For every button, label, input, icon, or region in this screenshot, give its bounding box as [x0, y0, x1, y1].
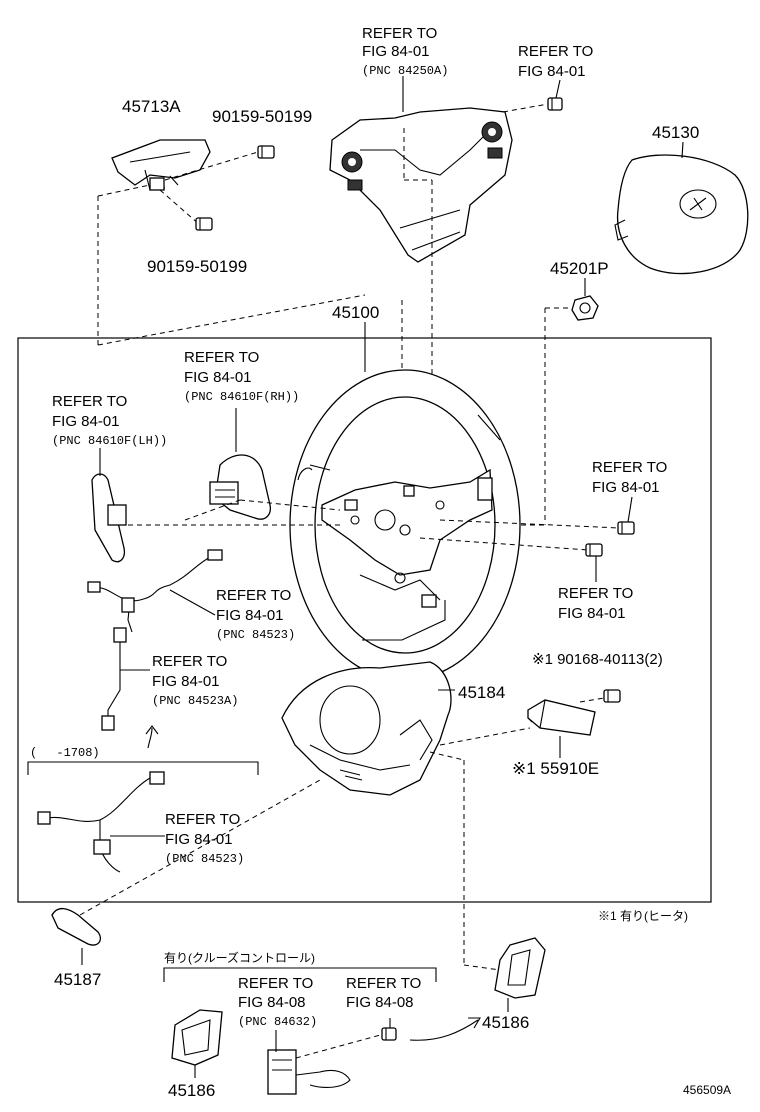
harness-84523-a	[87, 549, 223, 633]
nut-45201P	[571, 295, 599, 321]
airbag-45130	[614, 154, 749, 275]
ref-cruise1-l1: REFER TO	[238, 975, 313, 992]
bolt-right-1	[617, 521, 635, 535]
heater-note: ※1 有り(ヒータ)	[598, 909, 688, 923]
ref-rh-pnc: (PNC 84610F(RH))	[184, 390, 299, 404]
leader-45130	[681, 141, 684, 159]
ref-cruise2-l2: FIG 84-08	[346, 994, 414, 1011]
dash-rbolt1	[439, 519, 621, 529]
paddle-lh	[91, 473, 127, 563]
ref-right1-l2: FIG 84-01	[592, 479, 660, 496]
label-45186-right: 45186	[482, 1013, 529, 1032]
bolt-right-2	[585, 543, 603, 557]
dash-bolt-b	[159, 189, 201, 226]
harness-84523-b	[37, 771, 165, 873]
ref-top1-pnc: (PNC 84250A)	[362, 64, 448, 78]
bolt-cruise	[381, 1027, 397, 1041]
ref-lh-l2: FIG 84-01	[52, 413, 120, 430]
label-90159-b: 90159-50199	[147, 257, 247, 276]
harness-84523A	[101, 627, 127, 731]
dash-rh-a	[184, 499, 241, 521]
cruise-bracket	[163, 967, 437, 982]
label-45187: 45187	[54, 970, 101, 989]
dash-top-bolt	[502, 103, 549, 113]
ref-right1-l1: REFER TO	[592, 459, 667, 476]
ref-top2-l1: REFER TO	[518, 43, 593, 60]
bolt-top-right	[547, 97, 563, 111]
dash-cruise	[295, 1033, 385, 1059]
paddle-rh	[209, 454, 271, 520]
ref-harness1-l2: FIG 84-01	[216, 607, 284, 624]
label-45184: 45184	[458, 683, 505, 702]
bracket-45713A	[111, 139, 211, 191]
period-note: ( -1708)	[30, 746, 100, 760]
dash-45186-c	[463, 964, 501, 971]
bolt-90159-a	[257, 145, 275, 159]
ref-harness3-pnc: (PNC 84523)	[165, 852, 244, 866]
cruise-switch-84632	[267, 1030, 351, 1095]
dash-45713A-b	[97, 184, 151, 197]
bolt-90168	[603, 689, 621, 703]
dash-45713A-box	[97, 294, 366, 346]
label-45713A: 45713A	[122, 97, 181, 116]
dash-ecu	[439, 727, 531, 746]
ref-harness1-pnc: (PNC 84523)	[216, 628, 295, 642]
ref-rh-l1: REFER TO	[184, 349, 259, 366]
ref-harness3-l1: REFER TO	[165, 811, 240, 828]
bezel-45186-right	[494, 937, 546, 999]
ref-lh-l1: REFER TO	[52, 393, 127, 410]
leader-top2	[555, 79, 561, 99]
dash-rh-b	[239, 499, 341, 511]
leader-right1	[627, 496, 633, 523]
figure-id: 456509A	[683, 1083, 731, 1097]
ref-top2-l2: FIG 84-01	[518, 63, 586, 80]
label-45130: 45130	[652, 123, 699, 142]
ref-harness1-l1: REFER TO	[216, 587, 291, 604]
ref-lh-pnc: (PNC 84610F(LH))	[52, 434, 167, 448]
label-90159-a: 90159-50199	[212, 107, 312, 126]
label-55910E: ※1 55910E	[512, 759, 599, 778]
cover-45187	[51, 907, 102, 946]
dash-bolt-a	[164, 151, 259, 181]
bolt-90159-b	[195, 217, 213, 231]
ref-rh-l2: FIG 84-01	[184, 369, 252, 386]
cruise-note: 有り(クルーズコントロール)	[164, 950, 315, 965]
ref-right2-l2: FIG 84-01	[558, 605, 626, 622]
lower-cover-45184	[281, 661, 452, 796]
switch-cover-84250A	[329, 107, 513, 263]
ref-harness3-l2: FIG 84-01	[165, 831, 233, 848]
label-90168: ※1 90168-40113(2)	[532, 651, 663, 668]
label-45100: 45100	[332, 303, 379, 322]
arrow-curve	[409, 1017, 481, 1041]
ref-top1-l1: REFER TO	[362, 25, 437, 42]
leader-harness1	[169, 589, 216, 616]
ref-right2-l1: REFER TO	[558, 585, 633, 602]
arrow-up	[145, 725, 159, 749]
dash-90168	[579, 697, 605, 703]
ref-cruise1-pnc: (PNC 84632)	[238, 1015, 317, 1029]
dash-45187	[79, 779, 321, 916]
dash-45186-a	[429, 751, 465, 761]
steering-wheel-45100	[289, 369, 521, 681]
bezel-45186-left	[171, 1009, 223, 1066]
ref-cruise1-l2: FIG 84-08	[238, 994, 306, 1011]
ref-cruise2-l1: REFER TO	[346, 975, 421, 992]
ref-harness2-l2: FIG 84-01	[152, 673, 220, 690]
ref-top1-l2: FIG 84-01	[362, 43, 430, 60]
ref-harness2-l1: REFER TO	[152, 653, 227, 670]
period-bracket	[27, 761, 259, 775]
label-45201P: 45201P	[550, 259, 609, 278]
ref-harness2-pnc: (PNC 84523A)	[152, 694, 238, 708]
label-45186-left: 45186	[168, 1081, 215, 1100]
dash-rbolt2	[419, 537, 589, 551]
heater-ecu-55910E	[527, 699, 596, 736]
